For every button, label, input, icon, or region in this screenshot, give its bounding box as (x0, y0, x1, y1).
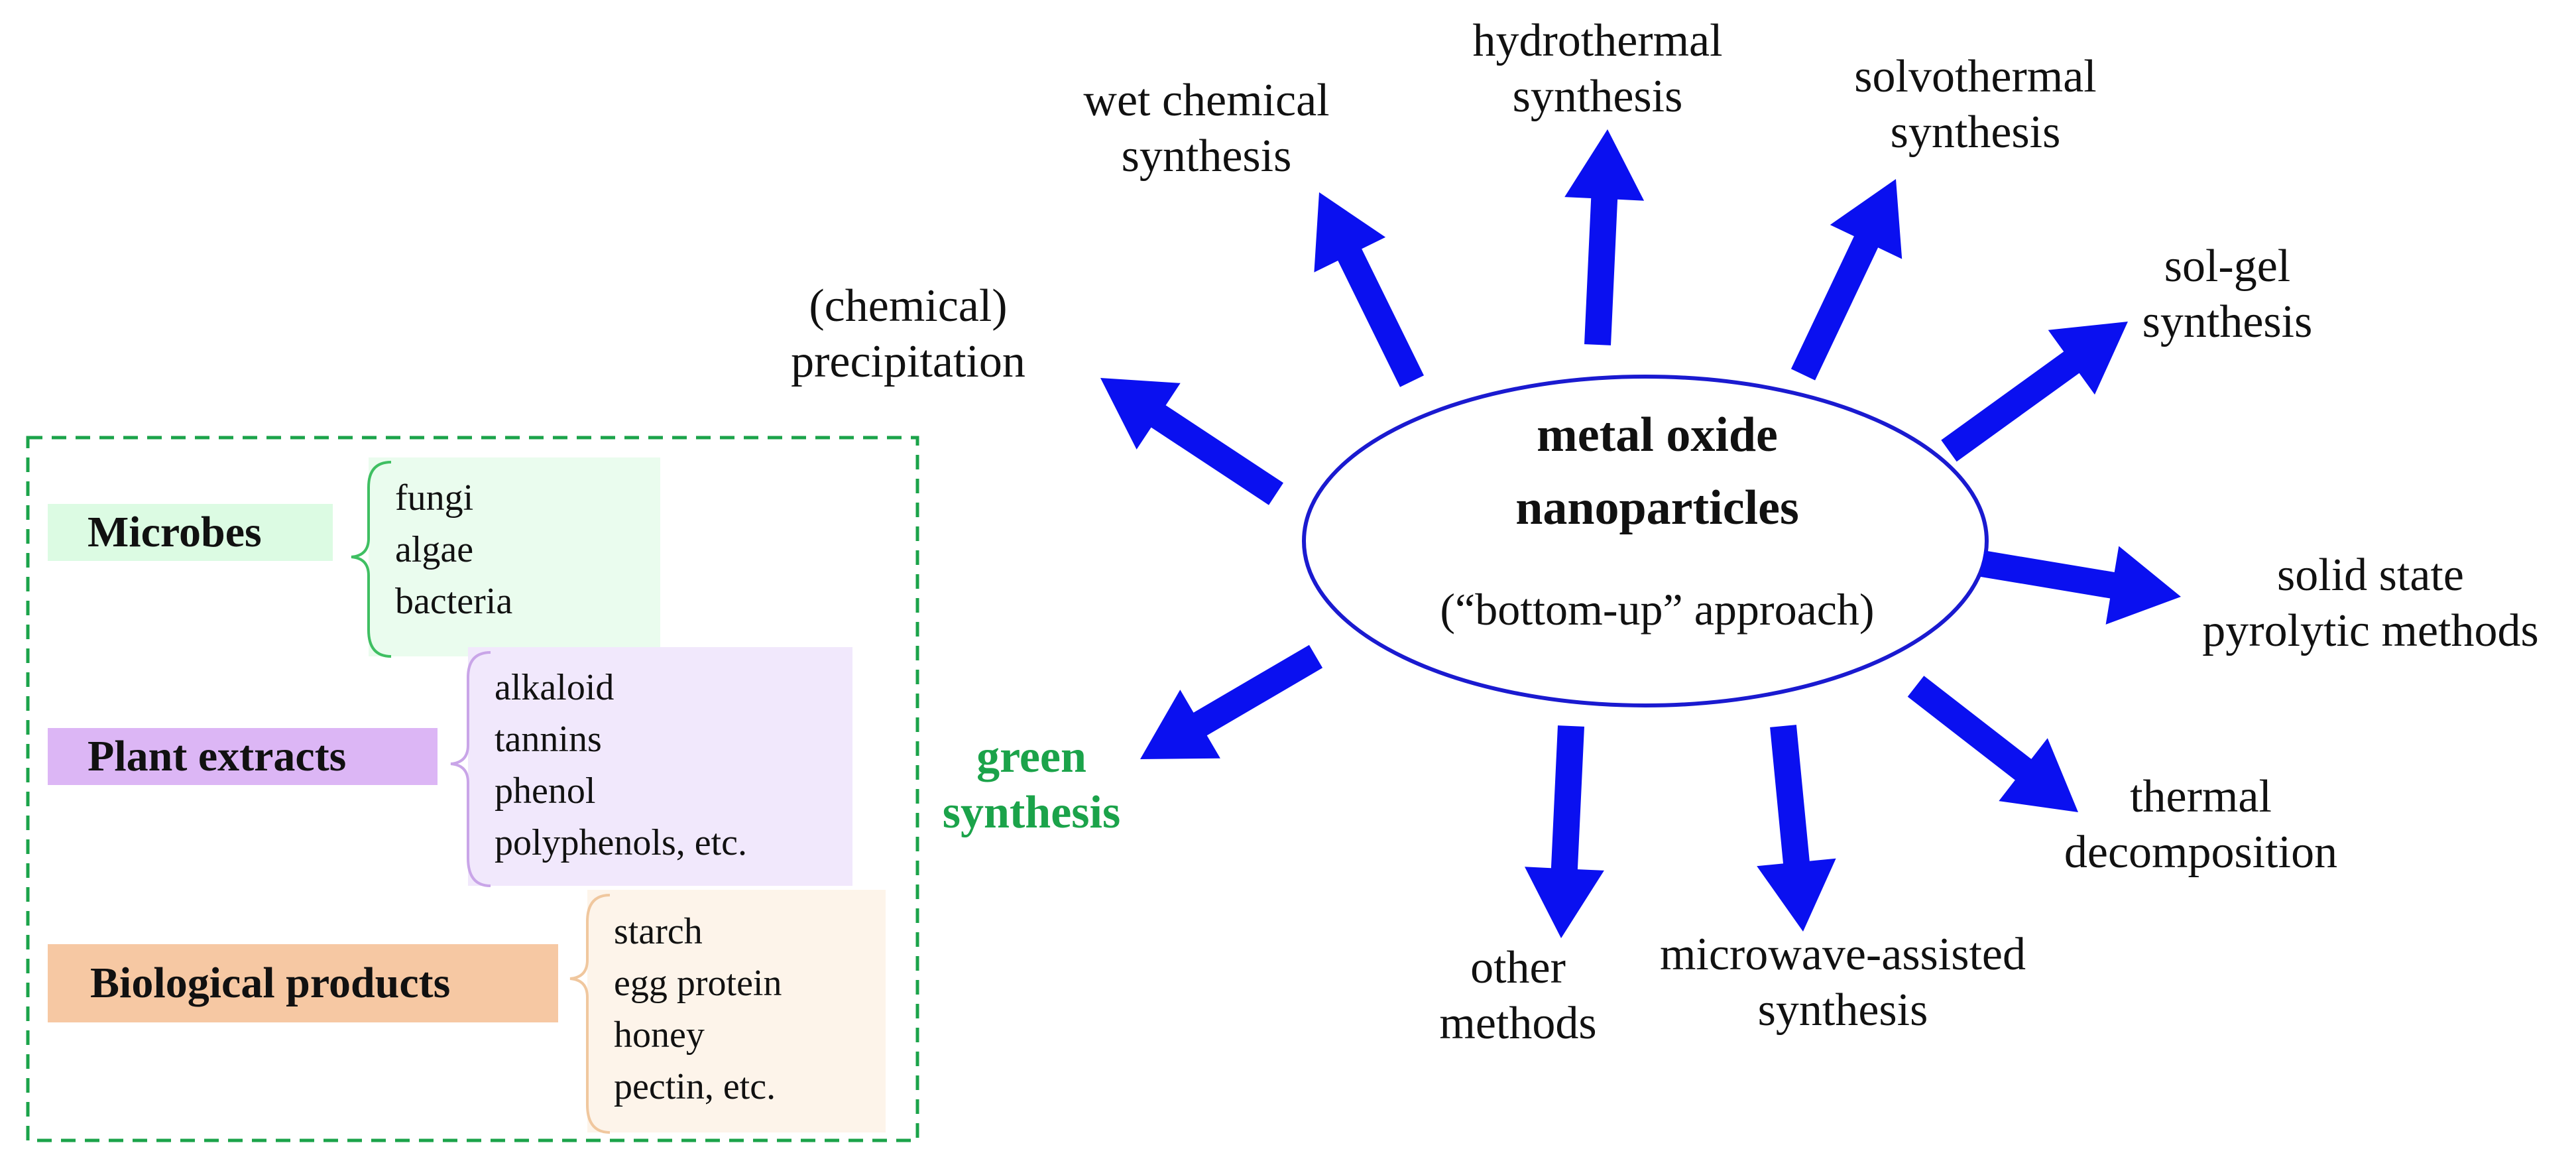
center-title-line2: nanoparticles (1515, 481, 1799, 535)
center-ellipse (1302, 375, 1989, 707)
microbes-label-bg (48, 504, 333, 561)
biological-products-brace (569, 894, 611, 1134)
microbes-items-box (369, 457, 660, 656)
method-label-green: green synthesis (906, 729, 1157, 841)
arrow-sol-gel (1941, 322, 2128, 462)
method-thermal-decomposition-line2: decomposition (2064, 827, 2338, 878)
center-subtitle: (“bottom-up” approach) (1440, 584, 1875, 635)
list-item: algae (395, 529, 474, 570)
method-wet-chemical-line2: synthesis (1121, 131, 1292, 182)
plant-extracts-brace (450, 651, 491, 887)
list-item: tannins (495, 719, 602, 760)
biological-products-label-bg (48, 944, 558, 1022)
method-microwave-line2: synthesis (1757, 985, 1928, 1036)
arrow-solvothermal (1790, 179, 1903, 381)
method-green-line2: synthesis (942, 787, 1121, 838)
method-thermal-decomposition-line1: thermal (2130, 771, 2272, 822)
method-label-microwave: microwave-assisted synthesis (1604, 927, 2081, 1038)
list-item: polyphenols, etc. (495, 822, 748, 863)
method-other-line2: methods (1439, 998, 1597, 1049)
microbes-brace (351, 461, 392, 658)
list-item: bacteria (395, 581, 513, 622)
arrow-microwave (1757, 725, 1836, 932)
method-precipitation-line1: (chemical) (809, 280, 1008, 332)
source-label-microbes: Microbes (88, 508, 262, 556)
list-item: phenol (495, 770, 596, 812)
list-item: egg protein (614, 963, 782, 1004)
method-other-line1: other (1470, 942, 1566, 993)
method-label-hydrothermal: hydrothermal synthesis (1405, 13, 1790, 125)
source-items-plant-extracts: alkaloid tannins phenol polyphenols, etc… (468, 662, 747, 869)
method-label-solid-state: solid state pyrolytic methods (2178, 548, 2563, 659)
method-microwave-line1: microwave-assisted (1659, 929, 2026, 980)
method-hydrothermal-line2: synthesis (1512, 71, 1683, 122)
list-item: starch (614, 911, 703, 952)
plant-extracts-label-bg (48, 728, 438, 785)
method-solid-state-line2: pyrolytic methods (2202, 605, 2539, 656)
method-label-solvothermal: solvothermal synthesis (1790, 49, 2161, 160)
arrow-wet-chemical (1314, 192, 1424, 387)
list-item: pectin, etc. (614, 1066, 776, 1107)
arrow-hydrothermal (1564, 129, 1645, 345)
arrow-precipitation (1100, 378, 1283, 505)
method-solvothermal-line1: solvothermal (1854, 51, 2097, 102)
arrow-other (1525, 725, 1604, 938)
list-item: fungi (395, 477, 474, 518)
green-synthesis-frame (26, 436, 919, 1142)
center-title-line1: metal oxide (1537, 408, 1778, 462)
method-sol-gel-line2: synthesis (2142, 296, 2313, 347)
method-wet-chemical-line1: wet chemical (1083, 75, 1330, 126)
method-label-wet-chemical: wet chemical synthesis (1021, 73, 1392, 184)
source-items-biological-products: starch egg protein honey pectin, etc. (587, 906, 782, 1113)
arrow-thermal-decomposition (1907, 676, 2078, 812)
method-precipitation-line2: precipitation (791, 336, 1025, 387)
method-hydrothermal-line1: hydrothermal (1472, 15, 1723, 66)
method-label-precipitation: (chemical) precipitation (736, 278, 1081, 390)
method-green-line1: green (976, 731, 1086, 782)
method-solid-state-line1: solid state (2277, 550, 2464, 601)
source-label-plant-extracts: Plant extracts (88, 732, 347, 780)
list-item: alkaloid (495, 667, 615, 708)
source-label-biological-products: Biological products (90, 959, 451, 1007)
method-label-thermal-decomposition: thermal decomposition (2028, 769, 2373, 881)
method-label-other: other methods (1385, 940, 1651, 1052)
arrows-group (1100, 129, 2181, 938)
method-label-sol-gel: sol-gel synthesis (2095, 239, 2360, 350)
arrow-solid-state (1979, 546, 2181, 625)
arrow-green (1140, 644, 1323, 759)
plant-extracts-items-box (468, 647, 852, 886)
list-item: honey (614, 1014, 705, 1056)
method-solvothermal-line2: synthesis (1890, 107, 2061, 158)
method-sol-gel-line1: sol-gel (2164, 241, 2291, 292)
source-items-microbes: fungi algae bacteria (369, 472, 512, 627)
biological-products-items-box (587, 890, 886, 1132)
